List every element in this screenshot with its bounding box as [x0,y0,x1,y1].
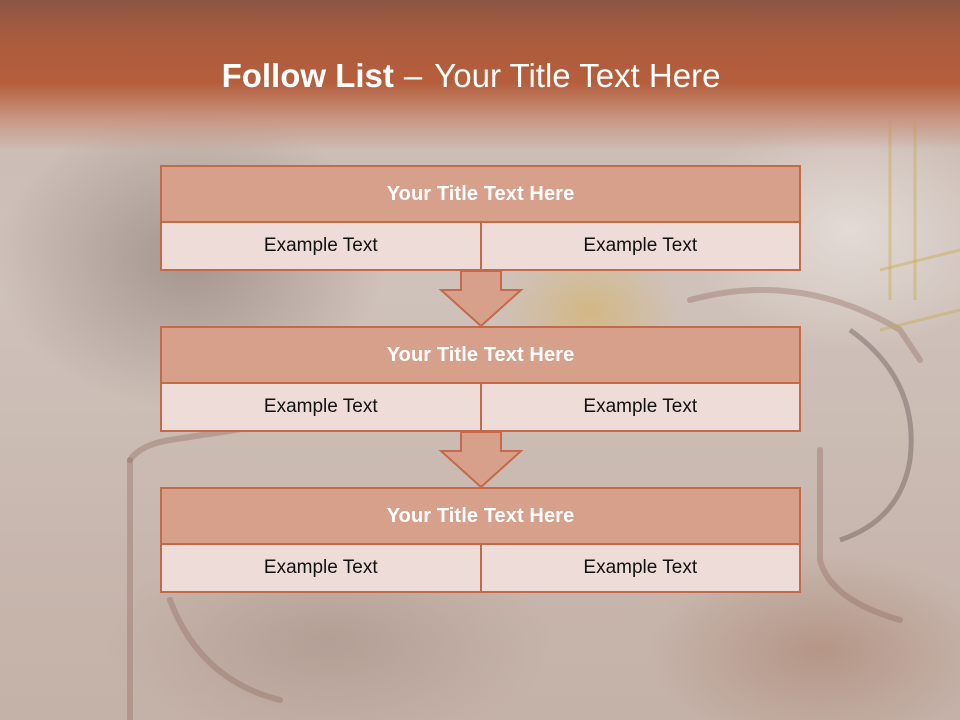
slide-title: Follow List–Your Title Text Here [0,54,942,98]
down-arrow-icon [438,270,524,328]
block-cell-right: Example Text [479,221,801,271]
title-band [0,0,960,150]
block-cell-right: Example Text [479,543,801,593]
block-cell-left: Example Text [160,382,482,432]
block-heading: Your Title Text Here [160,165,801,223]
block-heading: Your Title Text Here [160,487,801,545]
block-cell-right: Example Text [479,382,801,432]
list-block-1: Your Title Text Here Example Text Exampl… [160,165,801,271]
block-cell-left: Example Text [160,221,482,271]
title-bold: Follow List [221,57,394,94]
block-row: Example Text Example Text [160,221,801,271]
block-row: Example Text Example Text [160,543,801,593]
title-separator: – [403,57,423,94]
title-rest: Your Title Text Here [434,57,721,94]
list-block-2: Your Title Text Here Example Text Exampl… [160,326,801,432]
block-cell-left: Example Text [160,543,482,593]
down-arrow-icon [438,431,524,489]
block-heading: Your Title Text Here [160,326,801,384]
list-block-3: Your Title Text Here Example Text Exampl… [160,487,801,593]
block-row: Example Text Example Text [160,382,801,432]
